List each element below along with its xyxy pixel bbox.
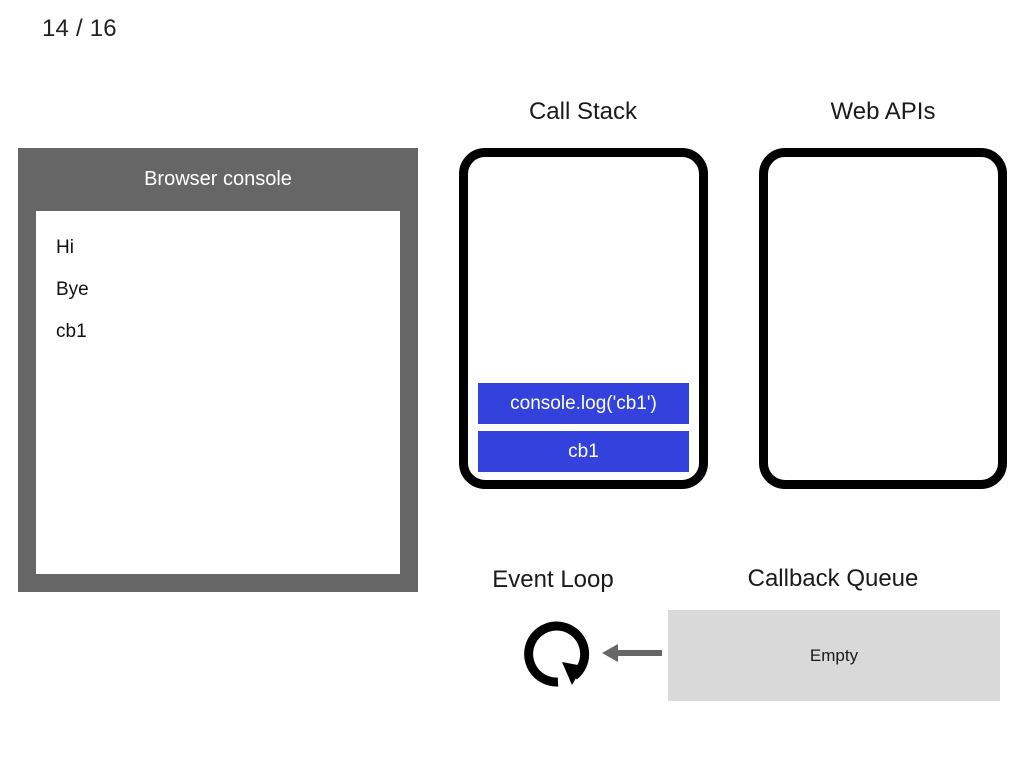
console-line: cb1	[56, 321, 87, 342]
call-stack-frames: console.log('cb1') cb1	[478, 383, 689, 472]
circular-arrow-icon	[518, 612, 598, 692]
console-line: Bye	[56, 279, 89, 300]
event-loop-heading: Event Loop	[492, 566, 614, 593]
call-stack-frame: console.log('cb1')	[478, 383, 689, 424]
call-stack-frame: cb1	[478, 431, 689, 472]
callback-queue-heading: Callback Queue	[747, 565, 919, 592]
callback-queue-status: Empty	[809, 645, 859, 665]
call-stack-heading: Call Stack	[528, 98, 638, 125]
web-apis-heading: Web APIs	[830, 98, 936, 125]
web-apis-box	[759, 148, 1007, 489]
browser-console-panel: Browser console Hi Bye cb1	[18, 148, 418, 592]
browser-console-output: Hi Bye cb1	[36, 211, 400, 574]
call-stack-box: console.log('cb1') cb1	[459, 148, 708, 489]
slide-counter: 14 / 16	[42, 15, 117, 42]
callback-queue-box: Empty	[668, 610, 1000, 701]
browser-console-title: Browser console	[144, 168, 292, 190]
console-line: Hi	[56, 237, 74, 258]
arrow-left-icon	[600, 636, 664, 670]
